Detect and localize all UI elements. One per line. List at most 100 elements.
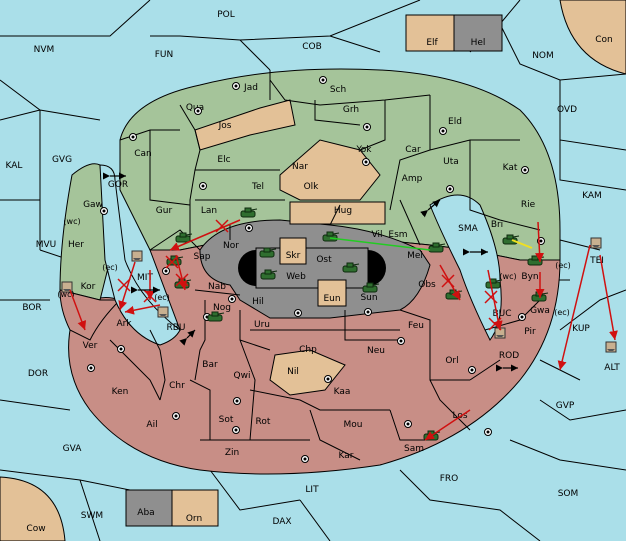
region-label-FRO: FRO (440, 474, 459, 484)
region-label-Zin: Zin (225, 448, 239, 458)
supply-center-icon (324, 375, 332, 383)
supply-center-icon (301, 455, 309, 463)
region-label-Web: Web (286, 272, 306, 282)
tank-army-icon[interactable] (175, 232, 193, 243)
fleet-icon[interactable] (590, 237, 602, 249)
region-label-Elc: Elc (217, 155, 230, 165)
x-mark-icon (165, 255, 179, 269)
supply-center-icon (404, 420, 412, 428)
region-label-Cow: Cow (26, 524, 45, 534)
region-SMA[interactable] (429, 194, 502, 341)
x-mark-icon (488, 317, 502, 331)
fleet-icon[interactable] (157, 306, 169, 318)
x-mark-icon (117, 278, 131, 292)
region-label-Eld: Eld (448, 117, 462, 127)
region-label-Kaa: Kaa (334, 387, 351, 397)
x-mark-icon (441, 274, 455, 288)
region-label-NVM: NVM (34, 45, 55, 55)
region-label-GOR: GOR (108, 180, 128, 190)
region-label-Orn: Orn (186, 514, 202, 524)
region-Elf[interactable] (405, 14, 455, 52)
tank-army-icon[interactable] (342, 262, 360, 273)
supply-center-icon (194, 107, 202, 115)
supply-center-icon (364, 308, 372, 316)
convoy-order-line (511, 239, 533, 249)
region-label-Sap: Sap (194, 252, 211, 262)
green-borders (119, 79, 541, 246)
region-label-SMA: SMA (458, 224, 478, 234)
region-Hug[interactable] (289, 201, 386, 225)
region-Skr[interactable] (279, 237, 307, 265)
coast-label: (ec) (554, 308, 570, 317)
region-label-Skr: Skr (286, 251, 301, 261)
supply-center-icon (521, 166, 529, 174)
supply-center-icon (100, 207, 108, 215)
region-label-Can: Can (134, 149, 152, 159)
coast-label: (wc) (57, 290, 74, 299)
region-Nar-Olk[interactable] (279, 139, 381, 201)
region-label-Car: Car (405, 145, 421, 155)
tank-army-icon[interactable] (207, 311, 225, 322)
tank-army-icon[interactable] (240, 207, 258, 218)
region-label-Gaw: Gaw (83, 200, 103, 210)
supply-center-icon (232, 426, 240, 434)
region-label-SWM: SWM (81, 511, 103, 521)
region-label-OVD: OVD (557, 105, 577, 115)
region-Hel[interactable] (453, 14, 503, 52)
fleet-icon[interactable] (131, 250, 143, 262)
region-label-Yok: Yok (355, 145, 372, 155)
supply-center-icon (363, 123, 371, 131)
move-order-arrow (69, 289, 87, 331)
region-label-KUP: KUP (572, 324, 590, 334)
move-order-arrow (599, 254, 618, 341)
tank-army-icon[interactable] (428, 242, 446, 253)
region-label-Aba: Aba (137, 508, 154, 518)
double-arrow-icon (420, 199, 441, 218)
region-label-SOM: SOM (558, 489, 579, 499)
tank-army-icon[interactable] (260, 269, 278, 280)
region-label-Nar: Nar (292, 162, 308, 172)
region-label-Sch: Sch (330, 85, 346, 95)
supply-center-icon (439, 127, 447, 135)
region-label-Hil: Hil (252, 297, 264, 307)
tank-army-icon[interactable] (362, 282, 380, 293)
supply-center-icon (162, 267, 170, 275)
region-label-Uru: Uru (254, 320, 270, 330)
region-Eun[interactable] (317, 279, 347, 307)
region-label-Uta: Uta (443, 157, 459, 167)
tank-army-icon[interactable] (259, 247, 277, 258)
region-label-Jos: Jos (218, 121, 232, 131)
region-label-Grh: Grh (343, 105, 359, 115)
region-label-Ost: Ost (316, 255, 332, 265)
fleet-icon[interactable] (605, 341, 617, 353)
region-Orn[interactable] (171, 489, 219, 527)
region-label-Bar: Bar (202, 360, 218, 370)
region-label-TEI: TEI (589, 256, 604, 266)
supply-center-icon (468, 366, 476, 374)
supply-center-icon (362, 158, 370, 166)
region-label-Vil: Vil (372, 230, 383, 240)
supply-center-icon (129, 133, 137, 141)
region-label-Ken: Ken (112, 387, 129, 397)
coast-label: (ec) (154, 293, 170, 302)
region-Nil[interactable] (269, 349, 346, 396)
supply-center-icon (87, 364, 95, 372)
x-mark-icon (175, 273, 189, 287)
fleet-icon[interactable] (61, 281, 73, 293)
region-label-GVP: GVP (556, 401, 575, 411)
coast-label: (ec) (555, 261, 571, 270)
region-label-Nog: Nog (213, 303, 231, 313)
region-label-Elf: Elf (426, 38, 438, 48)
region-label-Rie: Rie (521, 200, 536, 210)
supply-center-icon (484, 428, 492, 436)
region-label-KAM: KAM (582, 191, 602, 201)
region-label-GVG: GVG (52, 155, 72, 165)
region-label-Eun: Eun (323, 294, 340, 304)
region-label-MVU: MVU (36, 240, 57, 250)
region-label-ALT: ALT (604, 363, 620, 373)
region-label-Byn: Byn (521, 272, 538, 282)
region-label-Ark: Ark (116, 319, 132, 329)
tank-army-icon[interactable] (485, 278, 503, 289)
supply-center-icon (446, 185, 454, 193)
